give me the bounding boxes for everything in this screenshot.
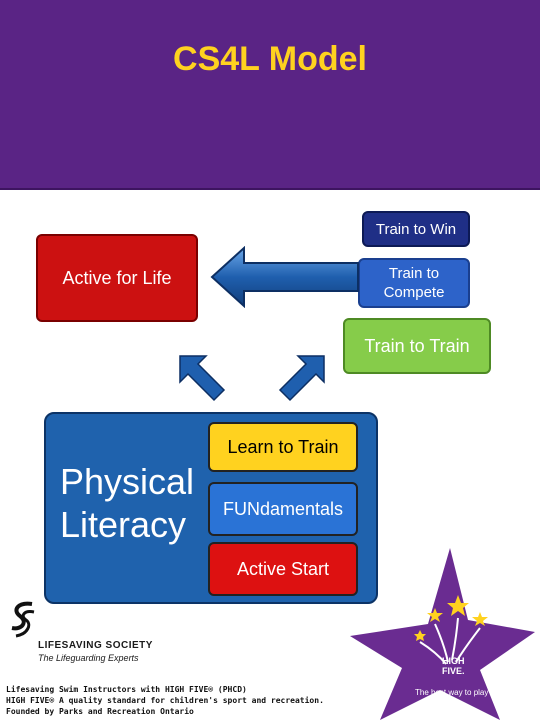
up-left-arrow-icon <box>179 355 226 402</box>
up-right-arrow-icon <box>278 355 325 402</box>
header-band <box>0 0 540 188</box>
lifesaving-society-logo-icon <box>11 601 35 638</box>
page-title: CS4L Model <box>173 40 367 78</box>
high-five-logo-line1: HIGH <box>442 656 465 666</box>
stage-active-for-life: Active for Life <box>36 234 198 322</box>
footer-line2: HIGH FIVE® A quality standard for childr… <box>6 696 324 705</box>
physical-literacy-line2: Literacy <box>60 504 187 545</box>
high-five-tagline: The best way to play™ <box>415 688 497 697</box>
footer-line1: Lifesaving Swim Instructors with HIGH FI… <box>6 685 247 694</box>
footer-text: Lifesaving Swim Instructors with HIGH FI… <box>6 684 324 717</box>
lifesaving-society-tagline: The Lifeguarding Experts <box>38 653 139 663</box>
stage-fundamentals: FUNdamentals <box>208 482 358 536</box>
stage-learn-to-train: Learn to Train <box>208 422 358 472</box>
footer-line3: Founded by Parks and Recreation Ontario <box>6 707 194 716</box>
stage-active-start: Active Start <box>208 542 358 596</box>
high-five-star-icon <box>350 548 535 720</box>
stage-train-to-train: Train to Train <box>343 318 491 374</box>
stage-train-to-compete: Train to Compete <box>358 258 470 308</box>
physical-literacy-line1: Physical <box>60 461 195 502</box>
high-five-logo-line2: FIVE. <box>442 666 465 676</box>
left-arrow-icon <box>210 246 359 308</box>
header-divider <box>0 188 540 190</box>
high-five-logo: HIGH FIVE. <box>442 656 465 676</box>
stage-train-to-win: Train to Win <box>362 211 470 247</box>
lifesaving-society-name: LIFESAVING SOCIETY <box>38 640 153 651</box>
physical-literacy-label: Physical Literacy <box>60 460 194 546</box>
